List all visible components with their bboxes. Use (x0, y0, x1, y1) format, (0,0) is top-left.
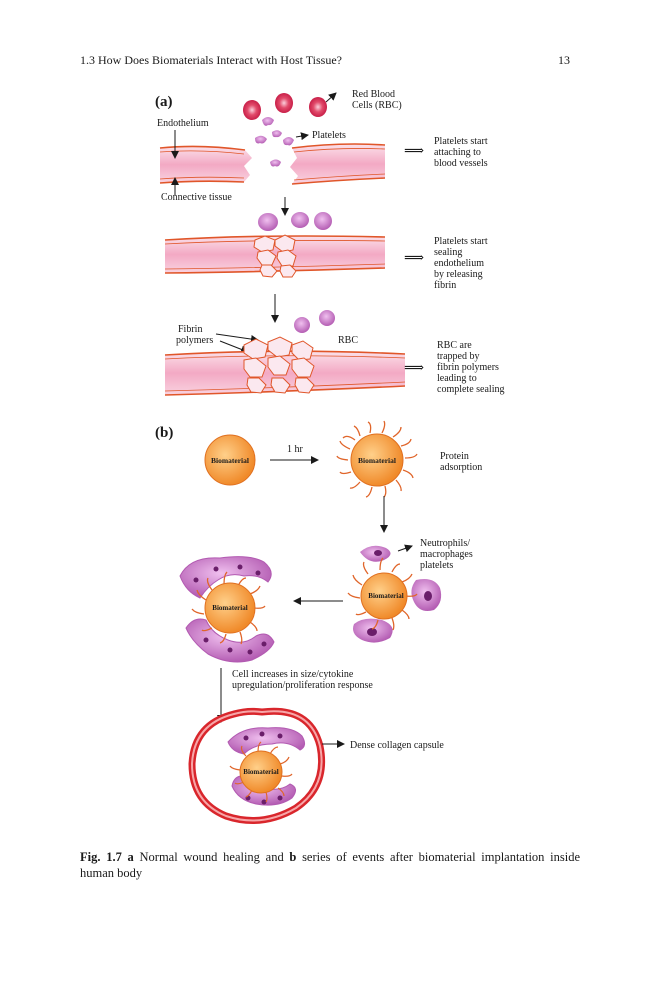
step2-line2: sealing (434, 247, 462, 258)
cells-line2: macrophages (420, 549, 473, 560)
biomaterial-with-cells: Biomaterial (347, 545, 442, 643)
biomaterial-initial: Biomaterial (204, 434, 256, 486)
panel-b-label: (b) (155, 425, 173, 441)
caption-b-text: series of events after biomaterial impla… (80, 850, 581, 880)
step3-line3: fibrin polymers (437, 362, 499, 373)
svg-text:Biomaterial: Biomaterial (368, 592, 403, 600)
panel-a-label: (a) (155, 94, 173, 110)
endothelium-label: Endothelium (157, 118, 209, 129)
svg-text:Biomaterial: Biomaterial (243, 768, 278, 776)
protein-line2: adsorption (440, 462, 482, 473)
platelet-cells-2 (258, 212, 332, 231)
biomaterial-encapsulated: Biomaterial (188, 707, 326, 824)
caption-b-label: b (289, 850, 297, 864)
caption-a-text: Normal wound healing and (133, 850, 290, 864)
fibrin-label-line1: Fibrin (178, 324, 202, 335)
svg-text:Biomaterial: Biomaterial (358, 456, 396, 465)
rbc-label-line2: Cells (RBC) (352, 100, 402, 111)
capsule-label: Dense collagen capsule (350, 740, 444, 751)
response-line2: upregulation/proliferation response (232, 680, 373, 691)
caption-a-label: a (127, 850, 134, 864)
cells-line1: Neutrophils/ (420, 538, 470, 549)
step2-line1: Platelets start (434, 236, 488, 247)
platelets (255, 117, 294, 167)
blood-vessel-broken (159, 143, 386, 185)
connective-tissue-label: Connective tissue (161, 192, 232, 203)
caption-fig-label: Fig. 1.7 (80, 850, 122, 864)
fibrin-label-line2: polymers (176, 335, 213, 346)
running-header: 1.3 How Does Biomaterials Interact with … (80, 53, 342, 67)
svg-text:Biomaterial: Biomaterial (211, 456, 249, 465)
step1-line3: blood vessels (434, 158, 488, 169)
platelets-label: Platelets (312, 130, 346, 141)
svg-text:Biomaterial: Biomaterial (212, 604, 247, 612)
time-label: 1 hr (287, 444, 304, 455)
double-arrow-3: ⟹ (404, 361, 424, 376)
step1-line1: Platelets start (434, 136, 488, 147)
step3-line4: leading to (437, 373, 477, 384)
step2-line3: endothelium (434, 258, 484, 269)
page-number: 13 (558, 53, 570, 67)
cells-line3: platelets (420, 560, 453, 571)
step1-line2: attaching to (434, 147, 481, 158)
blood-vessel-sealed (164, 336, 406, 396)
double-arrow-2: ⟹ (404, 251, 424, 266)
red-blood-cells-3 (294, 310, 335, 333)
response-line1: Cell increases in size/cytokine (232, 669, 354, 680)
figure-1-7: (a) Red Blood Cells (RBC) Platelets Endo… (155, 89, 504, 824)
step3-line1: RBC are (437, 340, 472, 351)
biomaterial-protein: Biomaterial (336, 420, 418, 498)
step2-line5: fibrin (434, 280, 456, 291)
biomaterial-enlarged-cells: Biomaterial (179, 556, 275, 663)
step2-line4: by releasing (434, 269, 483, 280)
red-blood-cells (243, 93, 327, 120)
double-arrow-1: ⟹ (404, 144, 424, 159)
blood-vessel-sealing (164, 234, 386, 278)
protein-line1: Protein (440, 451, 469, 462)
step3-line2: trapped by (437, 351, 480, 362)
figure-caption: Fig. 1.7 a Normal wound healing and b se… (80, 849, 580, 881)
step3-line5: complete sealing (437, 384, 504, 395)
rbc-short-label: RBC (338, 335, 358, 346)
rbc-label-line1: Red Blood (352, 89, 395, 100)
